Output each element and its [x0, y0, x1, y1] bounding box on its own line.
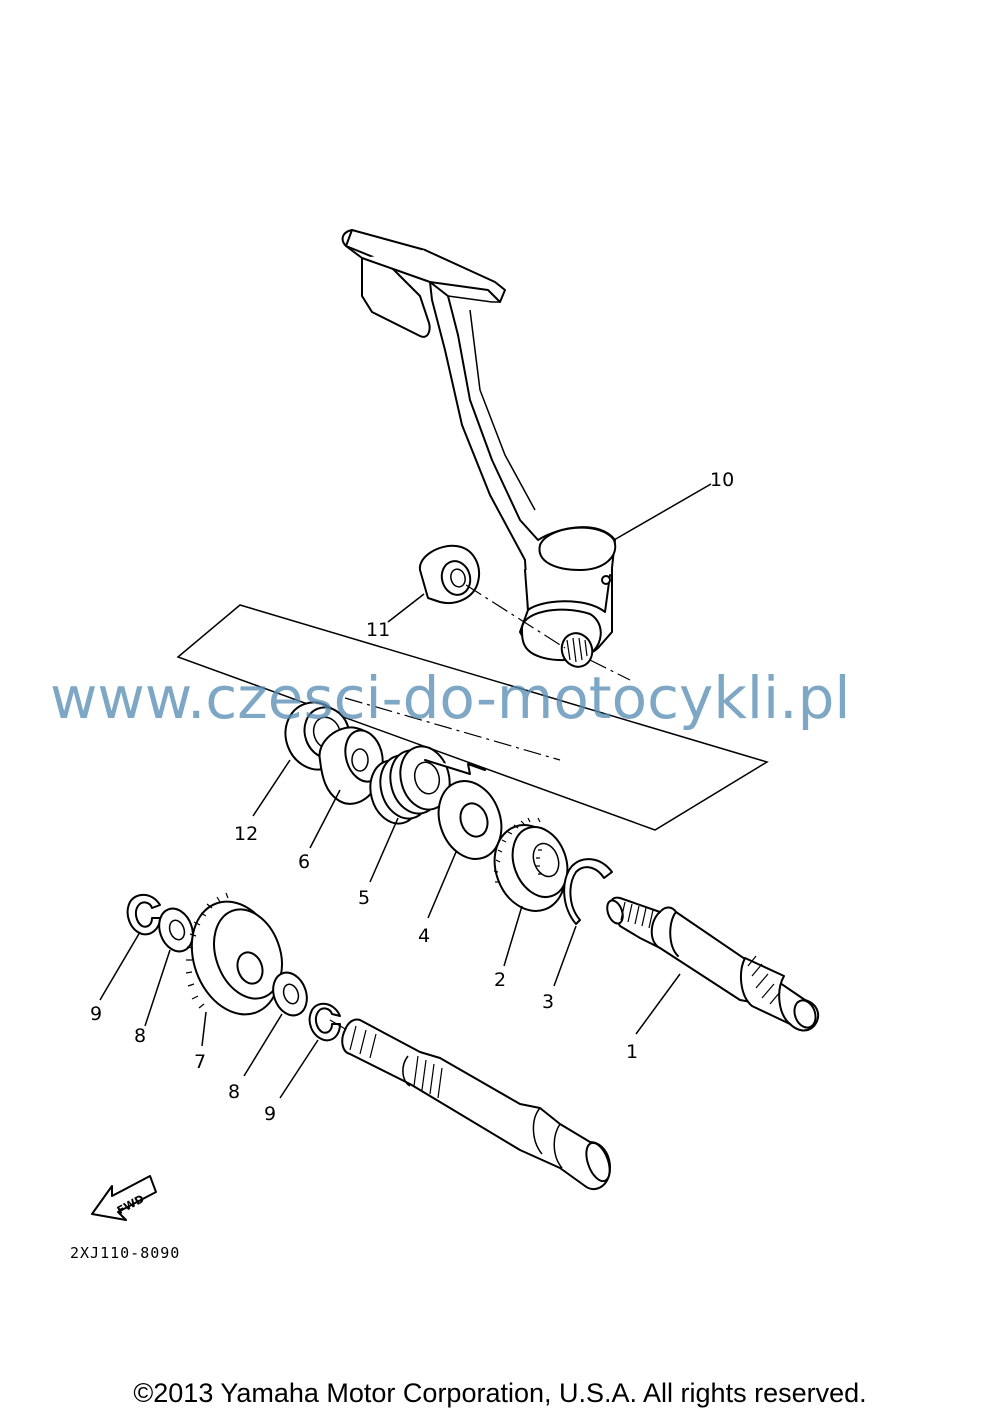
- label-part-8-right: 8: [228, 1081, 240, 1103]
- ratchet-wheel-part-2: [493, 817, 569, 912]
- label-part-1: 1: [626, 1041, 638, 1063]
- kick-crank-lever: [341, 229, 617, 668]
- label-part-5: 5: [358, 887, 370, 909]
- label-part-4: 4: [418, 925, 430, 947]
- kick-axle-part-1: [606, 896, 820, 1032]
- parts-panel-outline: [176, 604, 769, 831]
- label-part-3: 3: [542, 991, 554, 1013]
- label-part-10: 10: [710, 469, 734, 491]
- copyright-text: ©2013 Yamaha Motor Corporation, U.S.A. A…: [133, 1378, 867, 1408]
- label-part-8-left: 8: [134, 1025, 146, 1047]
- torsion-spring-part-5: [369, 745, 486, 825]
- watermark-text: www.czesci-do-motocykli.pl: [50, 664, 851, 732]
- washer-part-8-right: [272, 971, 308, 1017]
- circlip-part-3: [563, 858, 613, 925]
- idle-gear-part-7: [185, 892, 283, 1016]
- washer-part-4: [437, 780, 503, 860]
- leader-lines: [99, 483, 712, 1099]
- diagram-code: 2XJ110-8090: [70, 1244, 180, 1262]
- collar-part-11: [418, 544, 480, 604]
- label-part-6: 6: [298, 851, 310, 873]
- label-part-11: 11: [366, 619, 390, 641]
- fwd-arrow-icon: FWD: [91, 1175, 157, 1221]
- circlip-part-9-right: [308, 1002, 341, 1042]
- main-axle: [341, 1018, 611, 1191]
- label-part-9-left: 9: [90, 1003, 102, 1025]
- circlip-part-9-left: [126, 893, 161, 936]
- label-part-2: 2: [494, 969, 506, 991]
- label-part-7: 7: [194, 1051, 206, 1073]
- label-part-9-right: 9: [264, 1103, 276, 1125]
- washer-part-8-left: [158, 907, 194, 953]
- label-part-12: 12: [234, 823, 258, 845]
